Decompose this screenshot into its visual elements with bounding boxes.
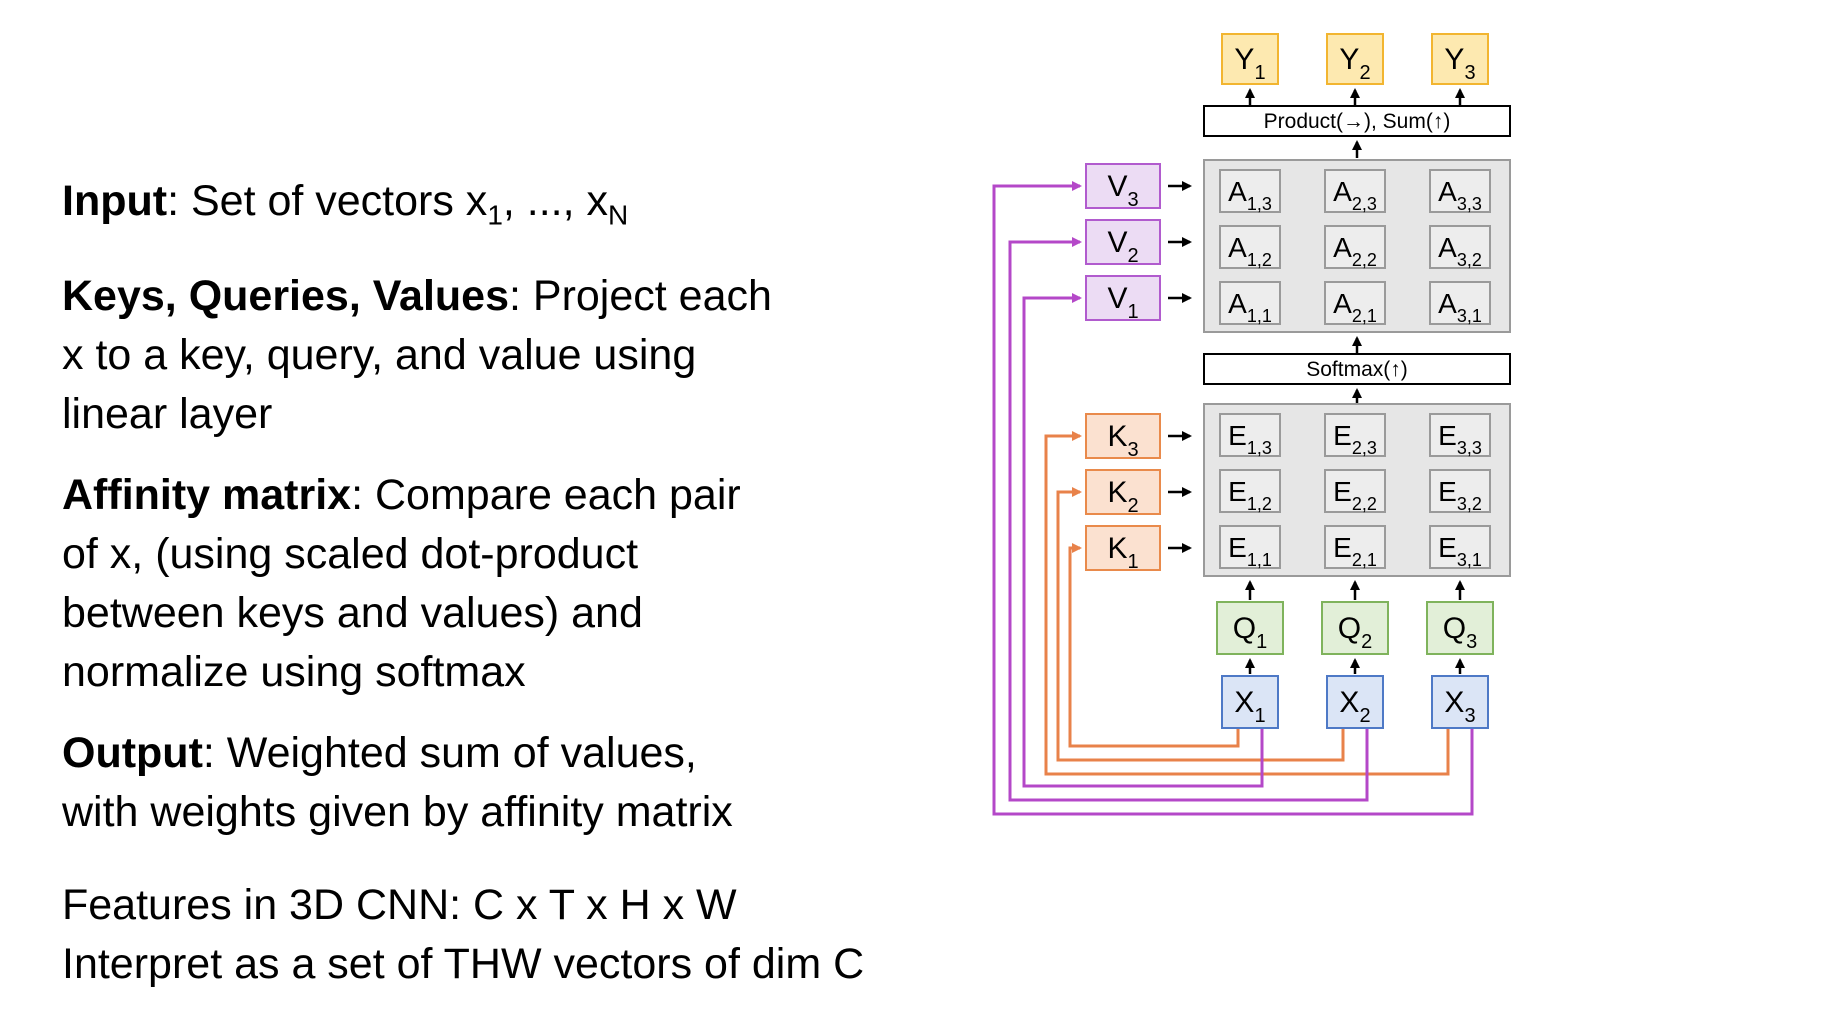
energy-cell-3-1-label: E3,1 — [1438, 532, 1482, 570]
query-q1-label: Q1 — [1233, 612, 1267, 653]
attention-cell-1-1-box — [1219, 281, 1281, 325]
wire-x3-to-v3 — [992, 181, 1474, 816]
query-q1-box — [1216, 601, 1284, 655]
key-k1-label: K1 — [1107, 532, 1138, 573]
key-k3-label: K3 — [1107, 420, 1138, 461]
affinity-paragraph: Affinity matrix: Compare each pair of x,… — [62, 466, 782, 702]
features-line-2: Interpret as a set of THW vectors of dim… — [62, 939, 865, 988]
query-q2-box — [1321, 601, 1389, 655]
kqv-text: : Project each x to a key, query, and va… — [62, 271, 772, 438]
softmax-box — [1203, 353, 1511, 385]
energy-cell-1-1-box — [1219, 525, 1281, 569]
energy-cell-3-3-box — [1429, 413, 1491, 457]
wire-x2-to-v2 — [1008, 237, 1369, 802]
query-q3-label: Q3 — [1443, 612, 1477, 653]
energy-cell-3-2-box — [1429, 469, 1491, 513]
value-v2-box — [1085, 219, 1161, 265]
input-paragraph: Input: Set of vectors x1, ..., xN — [62, 172, 962, 245]
energy-cell-2-1-label: E2,1 — [1333, 532, 1377, 570]
output-y1-label: Y1 — [1234, 43, 1265, 84]
value-v1-label: V1 — [1107, 282, 1138, 323]
kqv-label: Keys, Queries, Values — [62, 271, 509, 320]
attention-cell-1-1-label: A1,1 — [1228, 288, 1272, 326]
energy-cell-3-2-label: E3,2 — [1438, 476, 1482, 514]
value-v2-label: V2 — [1107, 226, 1138, 267]
features-line-1: Features in 3D CNN: C x T x H x W — [62, 880, 737, 929]
input-x3-box — [1431, 675, 1489, 729]
input-x1-box — [1221, 675, 1279, 729]
softmax-label: Softmax(↑) — [1306, 358, 1408, 381]
output-y3-box — [1431, 33, 1489, 85]
value-v3-label: V3 — [1107, 170, 1138, 211]
attention-cell-3-2-label: A3,2 — [1438, 232, 1482, 270]
attention-cell-2-3-box — [1324, 169, 1386, 213]
key-k1-box — [1085, 525, 1161, 571]
output-label: Output — [62, 728, 203, 777]
attention-cell-1-3-label: A1,3 — [1228, 176, 1272, 214]
output-paragraph: Output: Weighted sum of values, with wei… — [62, 724, 782, 842]
attention-cell-1-2-label: A1,2 — [1228, 232, 1272, 270]
connector-wires — [992, 181, 1474, 816]
attention-cell-2-2-box — [1324, 225, 1386, 269]
energy-cell-2-3-label: E2,3 — [1333, 420, 1377, 458]
wire-x3-to-k3 — [1044, 431, 1450, 776]
energy-cell-1-1-label: E1,1 — [1228, 532, 1272, 570]
energy-cell-3-3-label: E3,3 — [1438, 420, 1482, 458]
kqv-paragraph: Keys, Queries, Values: Project each x to… — [62, 267, 782, 444]
input-sub-1: 1 — [487, 199, 503, 231]
input-x2-label: X2 — [1339, 686, 1370, 727]
attention-cell-2-1-label: A2,1 — [1333, 288, 1377, 326]
text-panel: Input: Set of vectors x1, ..., xN Keys, … — [62, 172, 962, 1016]
attention-cell-3-1-label: A3,1 — [1438, 288, 1482, 326]
output-y2-label: Y2 — [1339, 43, 1370, 84]
energy-cell-2-3-box — [1324, 413, 1386, 457]
value-v3-box — [1085, 163, 1161, 209]
output-y2-box — [1326, 33, 1384, 85]
features-paragraph: Features in 3D CNN: C x T x H x W Interp… — [62, 876, 962, 994]
key-k3-box — [1085, 413, 1161, 459]
wire-x1-to-v1 — [1022, 293, 1264, 788]
key-k2-label: K2 — [1107, 476, 1138, 517]
attention-cell-2-1-box — [1324, 281, 1386, 325]
input-text: : Set of vectors x — [167, 177, 488, 225]
query-q3-box — [1426, 601, 1494, 655]
affinity-label: Affinity matrix — [62, 470, 352, 519]
query-q2-label: Q2 — [1338, 612, 1372, 653]
attention-cell-3-3-box — [1429, 169, 1491, 213]
attention-cell-1-2-box — [1219, 225, 1281, 269]
energy-cell-1-2-label: E1,2 — [1228, 476, 1272, 514]
product-sum-label: Product(→), Sum(↑) — [1264, 110, 1451, 133]
affinity-text: : Compare each pair of x, (using scaled … — [62, 470, 741, 696]
input-x1-label: X1 — [1234, 686, 1265, 727]
wire-x1-to-k1 — [1068, 543, 1240, 748]
energy-cell-2-2-label: E2,2 — [1333, 476, 1377, 514]
input-sub-n: N — [608, 199, 629, 231]
attention-cell-1-3-box — [1219, 169, 1281, 213]
energy-cell-3-1-box — [1429, 525, 1491, 569]
attention-cell-3-3-label: A3,3 — [1438, 176, 1482, 214]
attention-cell-2-3-label: A2,3 — [1333, 176, 1377, 214]
attention-cell-3-1-box — [1429, 281, 1491, 325]
input-x2-box — [1326, 675, 1384, 729]
wire-x2-to-k2 — [1056, 487, 1345, 762]
attention-cell-2-2-label: A2,2 — [1333, 232, 1377, 270]
energy-cell-1-3-box — [1219, 413, 1281, 457]
input-mid: , ..., x — [502, 177, 609, 225]
energy-cell-1-3-label: E1,3 — [1228, 420, 1272, 458]
key-k2-box — [1085, 469, 1161, 515]
energy-cell-1-2-box — [1219, 469, 1281, 513]
energy-cell-2-2-box — [1324, 469, 1386, 513]
value-v1-box — [1085, 275, 1161, 321]
attention-cell-3-2-box — [1429, 225, 1491, 269]
input-x3-label: X3 — [1444, 686, 1475, 727]
output-text: : Weighted sum of values, with weights g… — [62, 728, 733, 836]
product-sum-box — [1203, 105, 1511, 137]
output-y1-box — [1221, 33, 1279, 85]
input-label: Input — [62, 177, 168, 225]
output-y3-label: Y3 — [1444, 43, 1475, 84]
energy-cell-2-1-box — [1324, 525, 1386, 569]
